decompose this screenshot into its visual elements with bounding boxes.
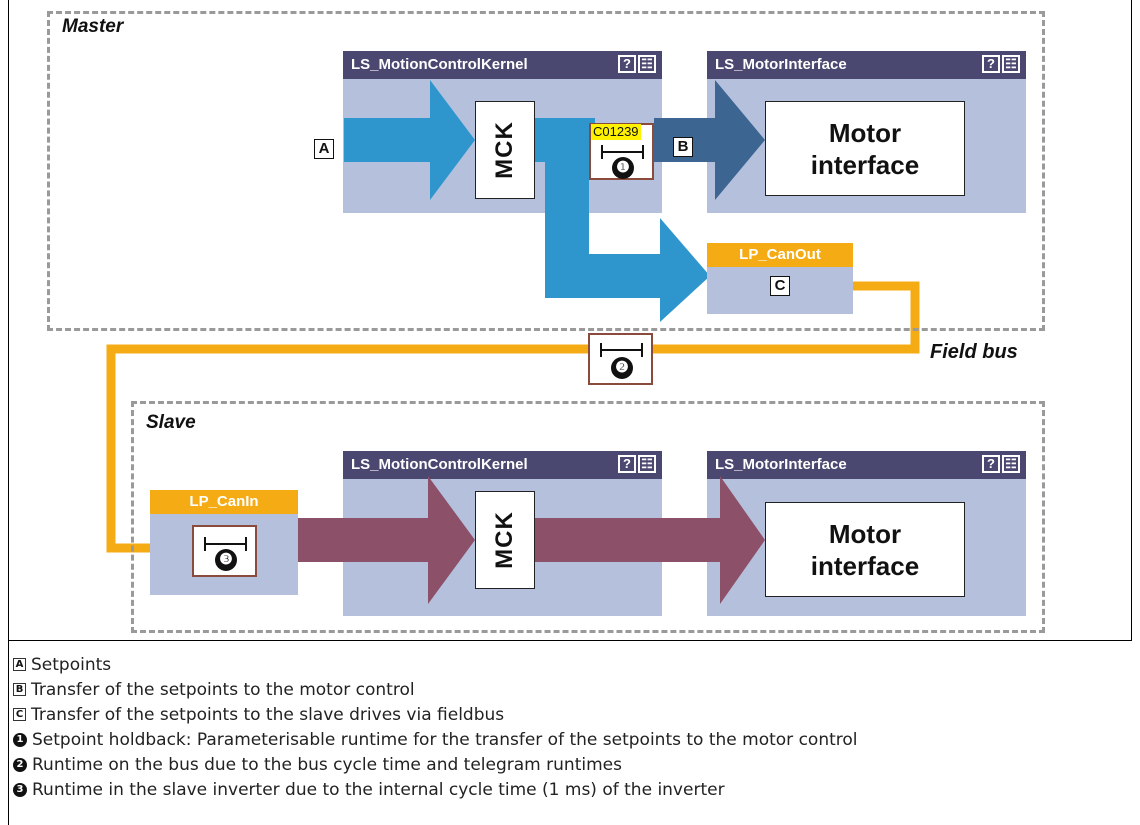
- holdback-box: C01239 ❶: [589, 123, 654, 180]
- help-icon[interactable]: ?: [618, 55, 636, 73]
- bus-duration-icon: [600, 343, 643, 357]
- legend-number: 2: [13, 757, 27, 772]
- slave-motor-line1: Motor: [828, 518, 902, 549]
- holdback-code: C01239: [591, 124, 641, 140]
- legend-text: Transfer of the setpoints to the motor c…: [31, 679, 415, 700]
- master-motor-line2: interface: [810, 149, 920, 180]
- legend-item: C Transfer of the setpoints to the slave…: [13, 702, 1123, 727]
- to-motor-arrow-overlay: [707, 80, 765, 200]
- slave-motor-line2: interface: [810, 550, 920, 581]
- legend-marker: A: [13, 658, 26, 671]
- legend-item: 3 Runtime in the slave inverter due to t…: [13, 777, 1123, 802]
- bus-runtime-number: ❷: [611, 357, 633, 379]
- list-icon[interactable]: ☷: [638, 455, 656, 473]
- frame-right-line: [1131, 0, 1132, 640]
- slave-mck-box: MCK: [475, 491, 535, 589]
- slave-label: Slave: [146, 412, 196, 433]
- marker-b: B: [673, 137, 693, 157]
- legend-item: A Setpoints: [13, 652, 1123, 677]
- legend-item: 1 Setpoint holdback: Parameterisable run…: [13, 727, 1123, 752]
- slave-mck-label: MCK: [491, 511, 518, 569]
- slave-motor-title: LS_MotorInterface: [715, 456, 847, 473]
- legend-item: 2 Runtime on the bus due to the bus cycl…: [13, 752, 1123, 777]
- master-motor-title: LS_MotorInterface: [715, 56, 847, 73]
- legend-marker: B: [13, 683, 26, 696]
- help-icon[interactable]: ?: [618, 455, 636, 473]
- slave-kernel-title: LS_MotionControlKernel: [351, 456, 528, 473]
- help-icon[interactable]: ?: [982, 455, 1000, 473]
- master-motor-line1: Motor: [828, 117, 902, 148]
- slave-kernel-header: LS_MotionControlKernel ? ☷: [343, 451, 662, 479]
- legend: A Setpoints B Transfer of the setpoints …: [13, 652, 1123, 802]
- list-icon[interactable]: ☷: [638, 55, 656, 73]
- legend-number: 3: [13, 782, 27, 797]
- can-out-title: LP_CanOut: [707, 243, 853, 267]
- holdback-number: ❶: [612, 157, 634, 179]
- diagram: Master A LS_MotionControlKernel ? ☷ MCK …: [47, 11, 1045, 633]
- frame-left-line: [8, 0, 9, 825]
- can-out-block: LP_CanOut C: [707, 243, 853, 314]
- marker-c: C: [770, 276, 790, 296]
- slave-motor-header: LS_MotorInterface ? ☷: [707, 451, 1026, 479]
- fieldbus-label: Field bus: [930, 341, 1018, 363]
- list-icon[interactable]: ☷: [1002, 455, 1020, 473]
- master-group: [47, 11, 1045, 331]
- legend-text: Runtime on the bus due to the bus cycle …: [32, 754, 622, 775]
- marker-a: A: [314, 139, 334, 159]
- slave-runtime-number: ❸: [215, 549, 237, 571]
- master-label: Master: [62, 16, 124, 37]
- frame-divider-line: [8, 640, 1132, 641]
- can-in-title: LP_CanIn: [150, 490, 298, 514]
- master-kernel-title: LS_MotionControlKernel: [351, 56, 528, 73]
- legend-text: Transfer of the setpoints to the slave d…: [31, 704, 505, 725]
- legend-text: Setpoint holdback: Parameterisable runti…: [32, 729, 858, 750]
- fieldbus-line: [106, 281, 920, 553]
- slave-group: [131, 401, 1045, 633]
- list-icon[interactable]: ☷: [1002, 55, 1020, 73]
- legend-number: 1: [13, 732, 27, 747]
- legend-text: Runtime in the slave inverter due to the…: [32, 779, 725, 800]
- master-motor-box: Motor interface: [765, 101, 965, 196]
- slave-motor-box: Motor interface: [765, 502, 965, 597]
- can-in-block: LP_CanIn ❸: [150, 490, 298, 595]
- slave-duration-icon: [204, 537, 247, 551]
- master-mck-box: MCK: [475, 101, 535, 199]
- master-kernel-header: LS_MotionControlKernel ? ☷: [343, 51, 662, 79]
- legend-text: Setpoints: [31, 654, 112, 675]
- holdback-duration-icon: [601, 145, 644, 159]
- bus-runtime-box: ❷: [588, 333, 653, 385]
- slave-runtime-box: ❸: [192, 525, 257, 577]
- master-motor-header: LS_MotorInterface ? ☷: [707, 51, 1026, 79]
- legend-marker: C: [13, 708, 26, 721]
- help-icon[interactable]: ?: [982, 55, 1000, 73]
- legend-item: B Transfer of the setpoints to the motor…: [13, 677, 1123, 702]
- slave-arrows-overlay: [298, 476, 765, 604]
